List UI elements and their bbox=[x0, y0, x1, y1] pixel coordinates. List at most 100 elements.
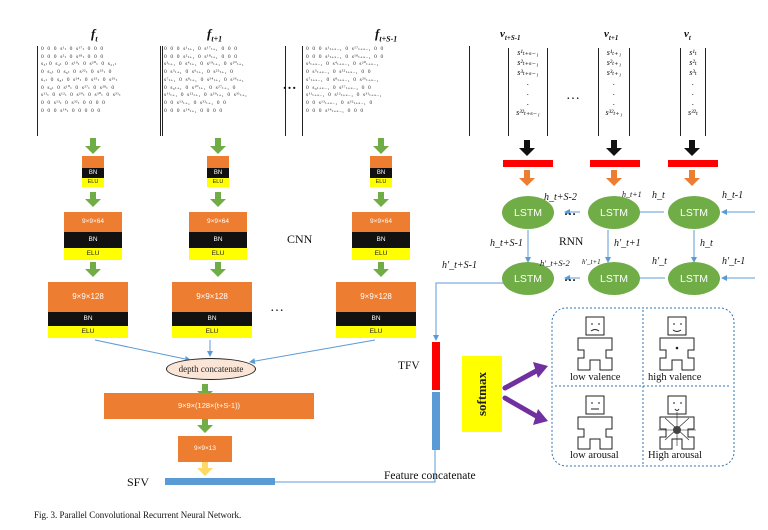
vector-entry: . bbox=[613, 98, 615, 107]
h-label-mid-1: h_t+S-1 bbox=[490, 238, 523, 249]
matrix-row: 0 s⁵ₜ₊ₛ₋₁ 0 s²²ₜ₊ₛ₋₁ 0 0 bbox=[306, 69, 371, 76]
vector-entry: . bbox=[527, 98, 529, 107]
h-label-bot-1: h'_t+S-1 bbox=[442, 260, 477, 271]
frame-title-2: ft+1 bbox=[207, 26, 223, 44]
matrix-row: 0 0 0 s¹⁴ₜ 0 0 0 0 0 bbox=[41, 107, 101, 114]
matrix-row: 0 s₉ₜ₊₁ 0 s¹⁰ₜ₊₁ 0 s²⁷ₜ₊₁ 0 bbox=[164, 84, 236, 91]
vector-entry: s³ₜ bbox=[689, 68, 697, 77]
rnn-ellipsis-bottom: … bbox=[564, 270, 576, 284]
rnn-label: RNN bbox=[559, 236, 584, 248]
emotion-low-valence: low valence bbox=[570, 372, 621, 383]
matrix-row: s₃ₜ 0 s₄ₜ 0 s¹⁹ₜ 0 s²⁰ₜ 0 s₂₁ₜ bbox=[41, 61, 117, 68]
h-label-bot-2: h'_t+S-2 bbox=[540, 258, 570, 268]
matrix-row: s¹¹ₜ 0 s¹²ₜ 0 s²⁹ₜ 0 s³⁰ₜ 0 s³¹ₜ bbox=[41, 92, 121, 99]
matrix-row: s¹¹ₜ₊ₛ₋₁ 0 s¹²ₜ₊ₛ₋₁ 0 s³¹ₜ₊ₛ₋₁ bbox=[306, 92, 382, 99]
matrix-row: 0 0 0 s¹⁴ₜ₊₁ 0 0 0 0 bbox=[164, 107, 223, 114]
matrix-row: 0 0 0 s²ₜ₊ₛ₋₁ 0 s¹⁸ₜ₊ₛ₋₁ 0 0 bbox=[306, 53, 384, 60]
emotion-high-arousal: High arousal bbox=[648, 450, 702, 461]
lstm-bottom-3: LSTM bbox=[668, 262, 720, 295]
vector-entry: . bbox=[527, 88, 529, 97]
matrix-row: 0 0 s¹³ₜ₊₁ 0 s³²ₜ₊₁ 0 0 bbox=[164, 99, 227, 106]
figure-caption: Fig. 3. Parallel Convolutional Recurrent… bbox=[34, 510, 242, 520]
frame-title-1: ft bbox=[91, 26, 98, 44]
feature-concatenate-label: Feature concatenate bbox=[384, 470, 476, 482]
vector-entry: s³²ₜ bbox=[688, 108, 698, 117]
vector-title-1: vt+S-1 bbox=[500, 28, 521, 43]
matrix-row: s⁷ₜ₊ₛ₋₁ 0 s⁸ₜ₊ₛ₋₁ 0 s²⁶ₜ₊ₛ₋₁ bbox=[306, 76, 379, 83]
softmax-block: softmax bbox=[462, 356, 502, 432]
matrix-ellipsis: … bbox=[283, 78, 297, 93]
vector-entry: . bbox=[613, 88, 615, 97]
vector-entry: s³²ₜ₊₁ bbox=[605, 108, 623, 117]
reduced-feature-map: 9×9×13 bbox=[178, 436, 232, 462]
matrix-row: 0 s₉ₜ 0 s¹⁰ₜ 0 s²⁷ₜ 0 s²⁸ₜ 0 bbox=[41, 84, 115, 91]
emotion-low-arousal: low arousal bbox=[570, 450, 619, 461]
matrix-row: 0 0 0 s²ₜ₊₁ 0 s¹⁸ₜ₊₁ 0 0 0 bbox=[164, 53, 238, 60]
cnn-ellipsis: … bbox=[270, 300, 284, 315]
h-label-mid-3: h_t bbox=[700, 238, 713, 249]
h-label-top-3: h_t bbox=[652, 190, 665, 201]
frame-title-3: ft+S-1 bbox=[375, 26, 398, 44]
tfv-label: TFV bbox=[398, 360, 420, 372]
lstm-bottom-2: LSTM bbox=[588, 262, 640, 295]
matrix-row: s⁷ₜ₊₁ 0 s⁸ₜ₊₁ 0 s²⁴ₜ₊₁ 0 s²⁶ₜ₊₁ bbox=[164, 76, 245, 83]
vector-entry: . bbox=[692, 88, 694, 97]
vector-title-3: vt bbox=[684, 28, 691, 43]
matrix-row: 0 0 0 s¹ₜ₊ₛ₋₁ 0 s¹⁷ₜ₊ₛ₋₁ 0 0 bbox=[306, 46, 384, 52]
matrix-row: s³ₜ₊ₛ₋₁ 0 s⁴ₜ₊ₛ₋₁ 0 s²⁰ₜ₊ₛ₋₁ bbox=[306, 61, 379, 68]
matrix-row: s₇ₜ 0 s₈ₜ 0 s²⁴ₜ 0 s²⁵ₜ 0 s²⁶ₜ bbox=[41, 76, 118, 83]
vector-entry: s²ₜ bbox=[689, 58, 697, 67]
vector-entry: s²ₜ₊₁ bbox=[606, 58, 622, 67]
vector-title-2: vt+1 bbox=[604, 28, 619, 43]
rnn-ellipsis-top: … bbox=[564, 204, 576, 218]
vector-entry: s¹ₜ₊ₛ₋₁ bbox=[517, 48, 539, 57]
lstm-bottom-1: LSTM bbox=[502, 262, 554, 295]
h-label-bot-3: h'_t+1 bbox=[582, 258, 601, 266]
cnn-green-arrows bbox=[85, 138, 389, 433]
matrix-row: 0 s₅ₜ 0 s₆ₜ 0 s²²ₜ 0 s²³ₜ 0 bbox=[41, 69, 112, 76]
matrix-row: 0 s₉ₜ₊ₛ₋₁ 0 s²⁷ₜ₊ₛ₋₁ 0 0 bbox=[306, 84, 372, 91]
h-label-top-2: h_t+1 bbox=[622, 190, 642, 199]
vector-entry: s³ₜ₊₁ bbox=[606, 68, 622, 77]
matrix-row: 0 0 0 s²ₜ 0 s¹⁸ₜ 0 0 0 bbox=[41, 53, 104, 60]
lstm-top-3: LSTM bbox=[668, 196, 720, 229]
matrix-row: s³ₜ₊₁ 0 s⁴ₜ₊₁ 0 s¹⁹ₜ₊₁ 0 s²⁰ₜ₊₁ bbox=[164, 61, 245, 68]
sfv-label: SFV bbox=[127, 475, 150, 489]
matrix-row: 0 0 s¹³ₜ 0 s³²ₜ 0 0 0 0 bbox=[41, 99, 106, 106]
h-label-top-1: h_t+S-2 bbox=[544, 192, 577, 203]
merged-feature-map: 9×9×(128×(t+S-1)) bbox=[104, 393, 314, 419]
depth-concatenate-node: depth concatenate bbox=[166, 358, 256, 380]
matrix-row: 0 s⁵ₜ₊₁ 0 s⁶ₜ₊₁ 0 s²²ₜ₊₁ 0 bbox=[164, 69, 234, 76]
vector-entry: . bbox=[527, 78, 529, 87]
lstm-top-1: LSTM bbox=[502, 196, 554, 229]
vector-entry: s³²ₜ₊ₛ₋₁ bbox=[516, 108, 540, 117]
matrix-row: s¹¹ₜ₊₁ 0 s¹²ₜ₊₁ 0 s²⁹ₜ₊₁ 0 s³¹ₜ₊₁ bbox=[164, 92, 248, 99]
matrix-row: 0 0 0 s¹⁴ₜ₊ₛ₋₁ 0 0 0 bbox=[306, 107, 364, 114]
h-label-top-4: h_t-1 bbox=[722, 190, 744, 201]
vector-ellipsis: … bbox=[566, 88, 580, 103]
vector-entry: . bbox=[692, 98, 694, 107]
h-label-bot-4: h'_t bbox=[652, 256, 667, 267]
softmax-label: softmax bbox=[474, 371, 489, 417]
vector-entry: s¹ₜ₊₁ bbox=[606, 48, 622, 57]
h-label-mid-2: h'_t+1 bbox=[614, 238, 641, 249]
lstm-top-2: LSTM bbox=[588, 196, 640, 229]
vector-entry: . bbox=[613, 78, 615, 87]
matrix-row: 0 0 0 s¹ₜ₊₁ 0 s¹⁷ₜ₊₁ 0 0 0 bbox=[164, 46, 238, 52]
vector-entry: s¹ₜ bbox=[689, 48, 697, 57]
matrix-row: 0 0 s¹³ₜ₊ₛ₋₁ 0 s³²ₜ₊ₛ₋₁ 0 bbox=[306, 99, 373, 106]
emotion-high-valence: high valence bbox=[648, 372, 702, 383]
vector-entry: . bbox=[692, 78, 694, 87]
matrix-row: 0 0 0 s¹ₜ 0 s¹⁷ₜ 0 0 0 bbox=[41, 46, 104, 52]
vector-entry: s³ₜ₊ₛ₋₁ bbox=[517, 68, 539, 77]
h-label-bot-5: h'_t-1 bbox=[722, 256, 746, 267]
vector-entry: s²ₜ₊ₛ₋₁ bbox=[517, 58, 539, 67]
cnn-label: CNN bbox=[287, 232, 313, 246]
